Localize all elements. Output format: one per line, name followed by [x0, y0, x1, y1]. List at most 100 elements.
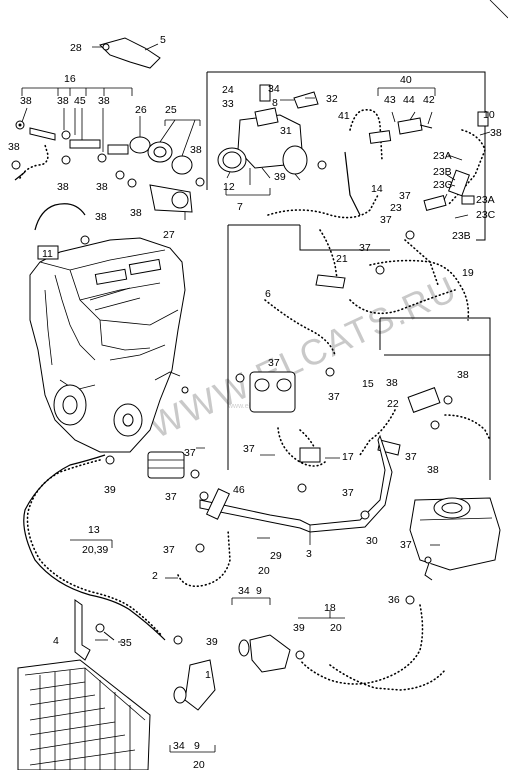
label-37-g: 37 — [405, 451, 417, 463]
hose-19-branch — [349, 289, 456, 315]
label-37-f: 37 — [243, 443, 255, 455]
label-37-h: 37 — [184, 447, 196, 459]
label-6: 6 — [265, 288, 271, 300]
label-38-h: 38 — [95, 211, 107, 223]
leader-lines — [70, 97, 491, 643]
label-46: 46 — [233, 484, 245, 496]
pipe-46 — [205, 488, 231, 520]
label-17: 17 — [342, 451, 354, 463]
page-corner — [489, 0, 508, 19]
hose-19 — [369, 259, 470, 321]
label-30: 30 — [366, 535, 378, 547]
label-34-b: 34 — [238, 585, 250, 597]
label-37-i: 37 — [165, 491, 177, 503]
label-20-39: 20,39 — [82, 544, 108, 556]
hose-41 — [344, 151, 361, 216]
connector-group-40 — [349, 87, 489, 161]
label-14: 14 — [371, 183, 383, 195]
label-22: 22 — [387, 398, 399, 410]
label-39-c: 39 — [293, 622, 305, 634]
label-23A-b: 23A — [476, 194, 495, 206]
label-19: 19 — [462, 267, 474, 279]
frame-top-mid — [299, 225, 390, 251]
label-5: 5 — [160, 34, 166, 46]
bracket-4 — [74, 599, 115, 661]
label-23: 23 — [390, 202, 402, 214]
thermostat-housing-7 — [217, 84, 319, 196]
label-38-a: 38 — [20, 95, 32, 107]
middle-frame-left — [227, 224, 300, 470]
tag-label-11: 11 — [42, 248, 53, 260]
label-31: 31 — [280, 125, 292, 137]
label-39-a: 39 — [274, 171, 286, 183]
small-hose-11 — [34, 203, 86, 231]
label-28: 28 — [70, 42, 82, 54]
flange-26-25-27 — [129, 116, 201, 220]
label-38-dup: 38 — [130, 207, 142, 219]
label-27: 27 — [163, 229, 175, 241]
label-23C-b: 23C — [476, 209, 496, 221]
label-29: 29 — [270, 550, 282, 562]
label-38-l: 38 — [427, 464, 439, 476]
label-23A: 23A — [433, 150, 452, 162]
label-26: 26 — [135, 104, 147, 116]
pipe-20-lower — [169, 597, 291, 753]
hose-14 — [267, 194, 379, 219]
label-1: 1 — [205, 669, 211, 681]
label-23B-b: 23B — [452, 230, 471, 242]
label-8: 8 — [272, 97, 278, 109]
label-39-d: 39 — [206, 636, 218, 648]
label-20-c: 20 — [193, 759, 205, 770]
label-38-j: 38 — [386, 377, 398, 389]
hose-13 — [23, 454, 166, 641]
hose-2 — [177, 529, 231, 588]
watermark-small-text: www.elcats.ru — [227, 403, 271, 410]
label-38-g: 38 — [190, 144, 202, 156]
label-23C: 23C — [433, 179, 453, 191]
coolant-flange-block — [147, 451, 200, 479]
label-20-a: 20 — [258, 565, 270, 577]
label-15: 15 — [362, 378, 374, 390]
watermark-text: WWW.ELCATS.RU — [142, 267, 463, 446]
label-38-d: 38 — [8, 141, 20, 153]
label-37-b: 37 — [380, 214, 392, 226]
label-38-c: 38 — [98, 95, 110, 107]
upper-right-frame — [207, 71, 486, 241]
pipe-21 — [315, 274, 346, 289]
tag-box-11 — [37, 245, 59, 260]
label-3: 3 — [306, 548, 312, 560]
label-43: 43 — [384, 94, 396, 106]
leader-28-5 — [92, 43, 159, 51]
label-44: 44 — [403, 94, 415, 106]
label-37-dup: 37 — [342, 487, 354, 499]
label-24: 24 — [222, 84, 234, 96]
label-4: 4 — [53, 635, 59, 647]
hose-23-assembly — [423, 129, 486, 212]
label-37-c: 37 — [359, 242, 371, 254]
label-32: 32 — [326, 93, 338, 105]
hose-clamps — [80, 160, 453, 660]
label-42: 42 — [423, 94, 435, 106]
label-7: 7 — [237, 201, 243, 213]
label-21: 21 — [336, 253, 348, 265]
label-18: 18 — [324, 602, 336, 614]
label-10: 10 — [483, 109, 495, 121]
oil-cooler-17 — [249, 371, 326, 467]
label-37-a: 37 — [399, 190, 411, 202]
engine-block — [29, 237, 186, 453]
part-number-labels: 28 5 16 38 38 45 38 26 25 38 38 38 38 38… — [8, 34, 502, 770]
label-41: 41 — [338, 110, 350, 122]
label-45: 45 — [74, 95, 86, 107]
label-2: 2 — [152, 570, 158, 582]
hose-18-b — [329, 664, 446, 691]
label-40: 40 — [400, 74, 412, 86]
hose-21 — [404, 239, 439, 286]
label-13: 13 — [88, 524, 100, 536]
label-37-d: 37 — [268, 357, 280, 369]
right-mid-frame — [379, 317, 491, 480]
label-38-k: 38 — [457, 369, 469, 381]
bracket-5 — [99, 37, 161, 69]
label-20-b: 20 — [330, 622, 342, 634]
label-37-j: 37 — [163, 544, 175, 556]
